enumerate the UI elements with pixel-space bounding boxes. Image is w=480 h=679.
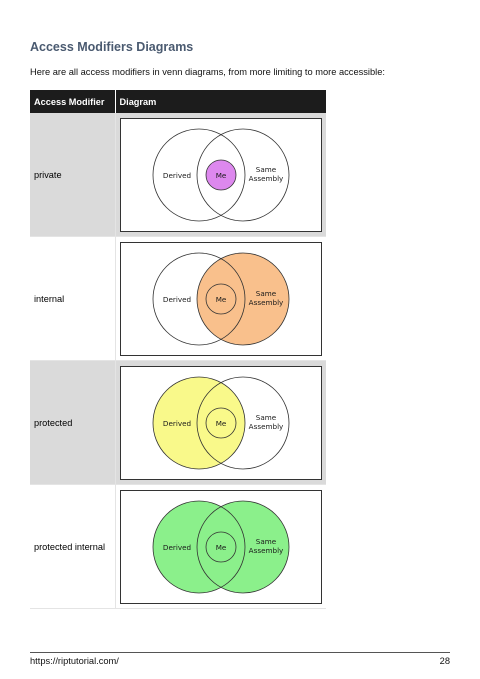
derived-circle-outline: [152, 376, 246, 469]
same-assembly-label: Assembly: [248, 546, 283, 555]
footer-link[interactable]: https://riptutorial.com/: [30, 656, 119, 666]
same-assembly-label: Assembly: [248, 174, 283, 183]
same-assembly-label: Assembly: [248, 298, 283, 307]
me-circle: [205, 531, 237, 562]
me-label: Me: [215, 543, 226, 552]
same-assembly-label: Assembly: [248, 422, 283, 431]
same-assembly-label: Same: [256, 165, 277, 174]
derived-label: Derived: [163, 419, 191, 428]
me-circle: [205, 407, 237, 438]
me-circle: [205, 159, 237, 190]
same-assembly-label: Same: [256, 537, 277, 546]
intro-text: Here are all access modifiers in venn di…: [30, 67, 385, 77]
same-assembly-circle: [196, 252, 289, 345]
same-assembly-circle-outline: [196, 500, 290, 593]
column-header-modifier: Access Modifier: [30, 90, 116, 113]
modifier-name: internal: [30, 236, 116, 361]
derived-label: Derived: [163, 171, 191, 180]
derived-circle-outline: [152, 128, 246, 221]
derived-label: Derived: [163, 295, 191, 304]
modifier-name: private: [30, 113, 116, 237]
modifier-name: protected internal: [30, 484, 116, 609]
me-label: Me: [215, 171, 226, 180]
same-assembly-circle-outline: [196, 128, 290, 221]
me-label: Me: [215, 419, 226, 428]
same-assembly-label: Same: [256, 413, 277, 422]
me-label: Me: [215, 295, 226, 304]
footer-divider: [30, 652, 450, 653]
table-header-row: Access Modifier Diagram: [30, 90, 326, 113]
derived-circle: [152, 376, 245, 469]
same-assembly-circle: [196, 500, 289, 593]
column-header-diagram: Diagram: [115, 90, 326, 113]
page-number: 28: [439, 656, 450, 666]
section-heading: Access Modifiers Diagrams: [30, 40, 194, 54]
same-assembly-circle-outline: [196, 252, 290, 345]
me-circle: [205, 283, 237, 314]
same-assembly-circle-outline: [196, 376, 290, 469]
derived-label: Derived: [163, 543, 191, 552]
modifier-name: protected: [30, 360, 116, 485]
derived-circle-outline: [152, 500, 246, 593]
same-assembly-label: Same: [256, 289, 277, 298]
derived-circle-outline: [152, 252, 246, 345]
